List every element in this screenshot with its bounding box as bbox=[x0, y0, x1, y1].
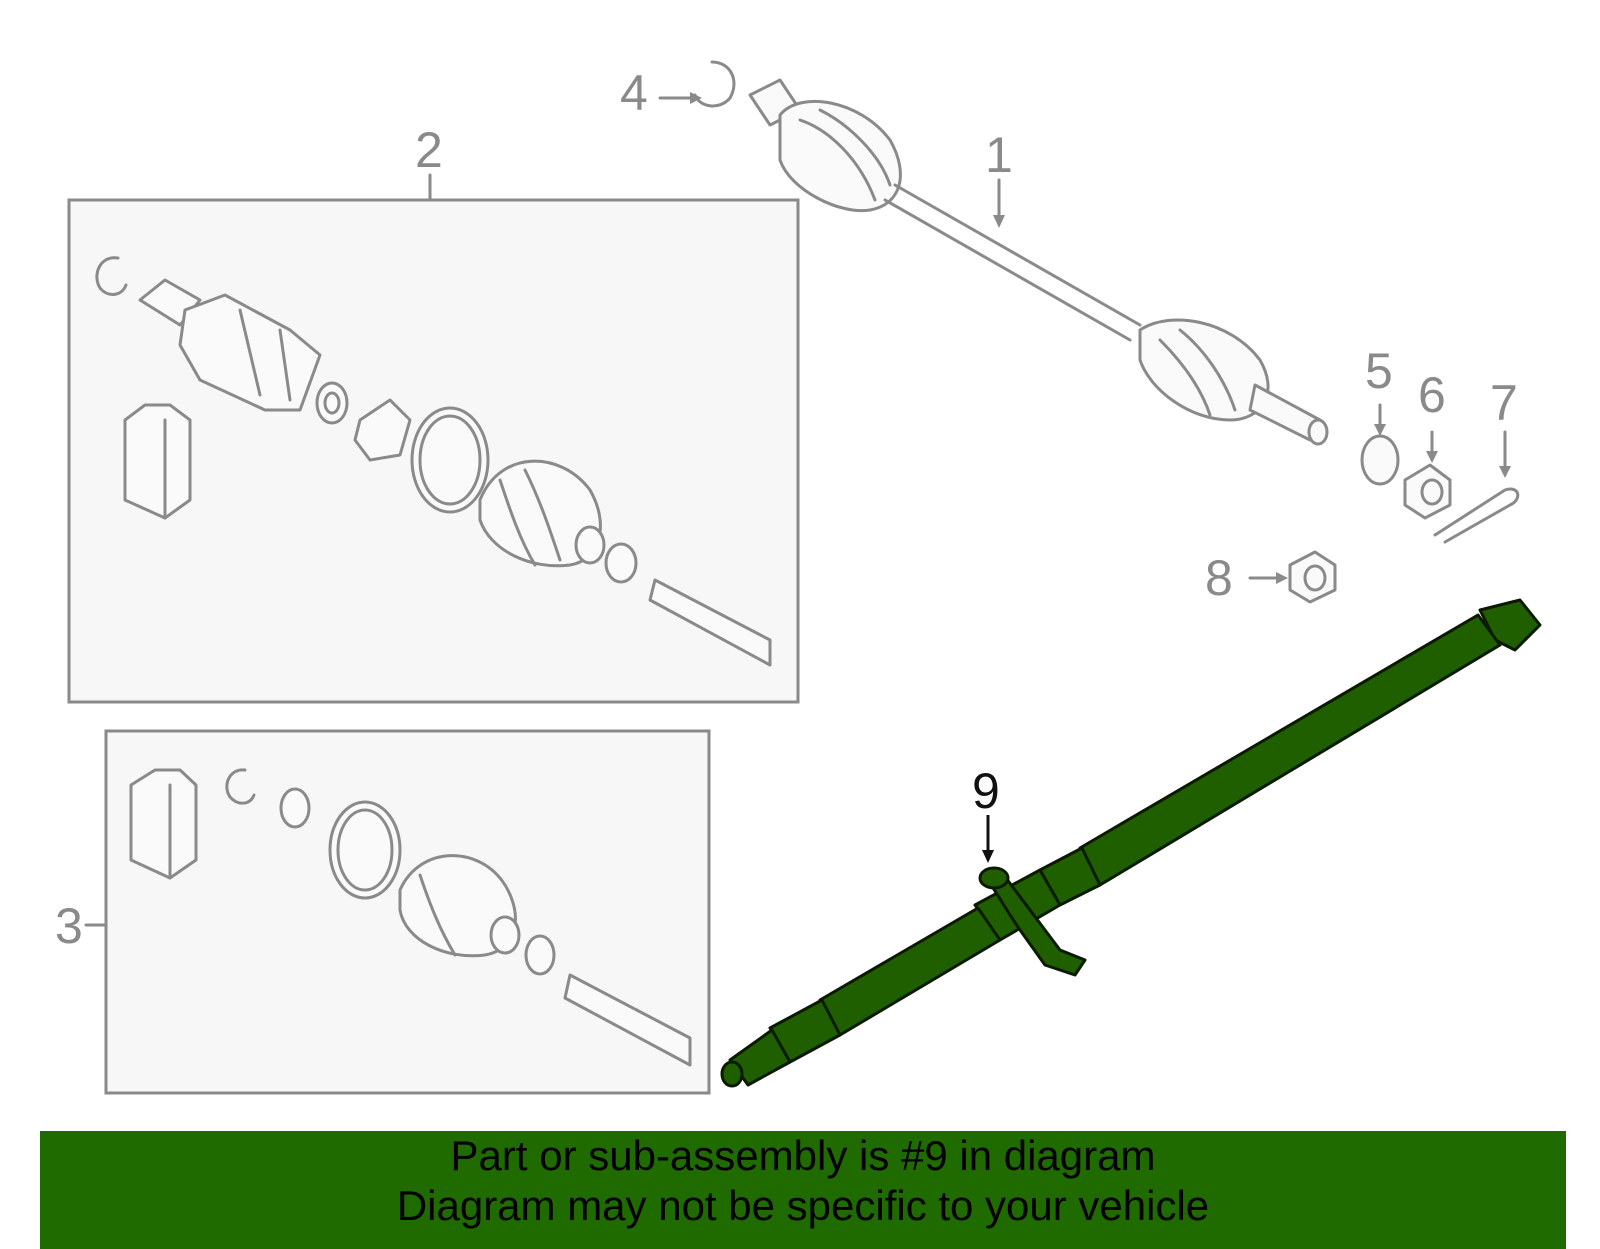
callout-3: 3 bbox=[55, 898, 83, 954]
leader-lines bbox=[84, 92, 1511, 927]
box-2-components bbox=[95, 256, 772, 667]
washer-part-5[interactable] bbox=[1360, 434, 1400, 486]
box-3-components bbox=[129, 768, 692, 1067]
callout-6: 6 bbox=[1418, 367, 1446, 423]
drive-axle-part-1[interactable] bbox=[748, 78, 1329, 446]
cotter-pin-part-7[interactable] bbox=[1433, 487, 1520, 544]
banner-line-2: Diagram may not be specific to your vehi… bbox=[396, 1182, 1210, 1229]
callout-5: 5 bbox=[1365, 343, 1393, 399]
callout-1: 1 bbox=[985, 127, 1013, 183]
propeller-shaft-part-9[interactable] bbox=[720, 598, 1542, 1088]
banner-line-1: Part or sub-assembly is #9 in diagram bbox=[450, 1132, 1156, 1179]
snap-ring-part-4[interactable] bbox=[693, 60, 736, 108]
callout-4: 4 bbox=[620, 65, 648, 121]
nut-part-8[interactable] bbox=[1288, 550, 1337, 604]
callout-2: 2 bbox=[415, 122, 443, 178]
nut-part-6[interactable] bbox=[1403, 463, 1452, 520]
info-banner: Part or sub-assembly is #9 in diagram Di… bbox=[40, 1131, 1566, 1249]
callout-8: 8 bbox=[1205, 550, 1233, 606]
callout-7: 7 bbox=[1490, 375, 1518, 431]
callout-9: 9 bbox=[972, 763, 1000, 819]
